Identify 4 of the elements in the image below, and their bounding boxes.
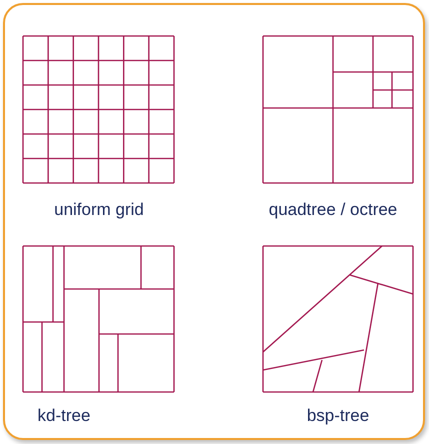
- drawing-caption: kd-tree: [38, 406, 90, 426]
- drawing-caption: uniform grid: [54, 200, 144, 220]
- drawing-caption: bsp-tree: [306, 406, 370, 426]
- drawing-caption: quadtree / octree: [268, 200, 398, 220]
